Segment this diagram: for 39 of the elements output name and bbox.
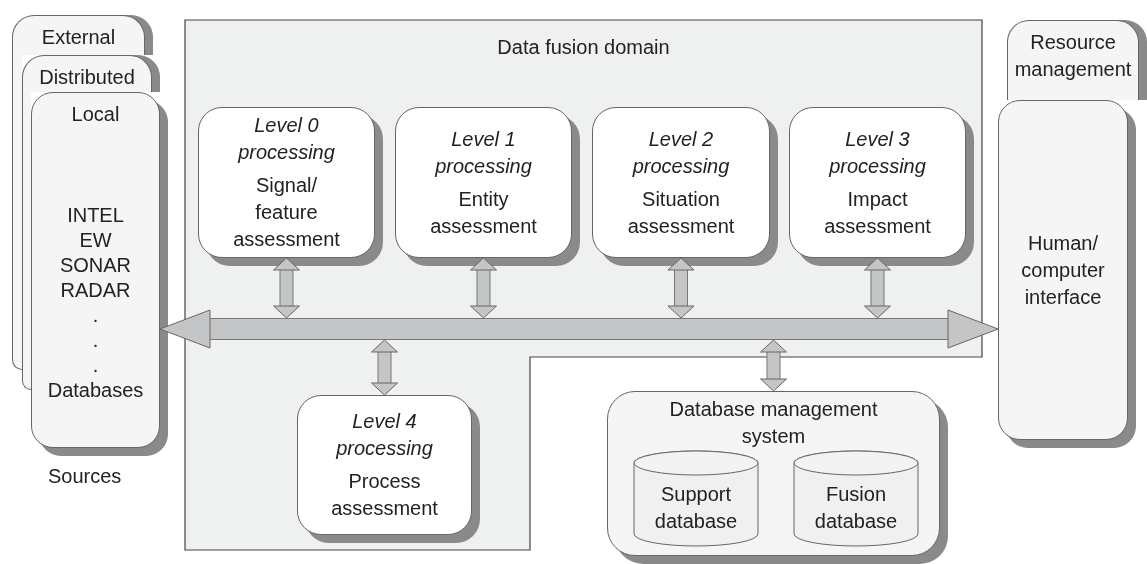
double-arrow (667, 257, 695, 319)
description: Impact assessment (823, 186, 932, 239)
double-arrow (470, 257, 497, 319)
description: Signal/ feature assessment (232, 173, 341, 252)
description: Entity assessment (429, 186, 538, 239)
card-title: Local (71, 102, 120, 127)
source-item: INTEL (67, 203, 124, 228)
arrow (159, 309, 211, 349)
level-title: Level 1 processing (434, 126, 533, 179)
level-title: Level 3 processing (828, 126, 927, 179)
bus-bar (210, 318, 948, 340)
double-arrow (760, 339, 787, 392)
double-arrow (371, 339, 398, 396)
database-label: Fusion database (813, 482, 899, 534)
card-title: Distributed (39, 65, 135, 90)
description: Situation assessment (626, 186, 736, 239)
interface-label: Human/ computer interface (1020, 230, 1106, 310)
database-cylinder (634, 451, 758, 546)
level-title: Level 0 processing (237, 113, 336, 165)
card-title: External (41, 25, 116, 50)
source-item: . (92, 328, 99, 353)
database-cylinder (794, 451, 918, 546)
domain-title: Data fusion domain (497, 35, 670, 60)
database-label: Support database (653, 482, 739, 534)
card-title: Resource management (1013, 30, 1133, 82)
source-item: EW (79, 228, 112, 253)
group-caption: Sources (48, 464, 122, 489)
source-item: . (92, 303, 99, 328)
source-item: . (92, 353, 99, 378)
source-item: RADAR (60, 278, 131, 303)
double-arrow (864, 257, 891, 319)
source-item: SONAR (59, 253, 132, 278)
arrow (947, 309, 999, 349)
level-title: Level 4 processing (335, 409, 434, 461)
double-arrow (273, 257, 300, 319)
level-title: Level 2 processing (631, 126, 731, 179)
description: Process assessment (330, 469, 439, 521)
dbms-title: Database management system (668, 397, 879, 449)
source-item: Databases (47, 378, 144, 403)
